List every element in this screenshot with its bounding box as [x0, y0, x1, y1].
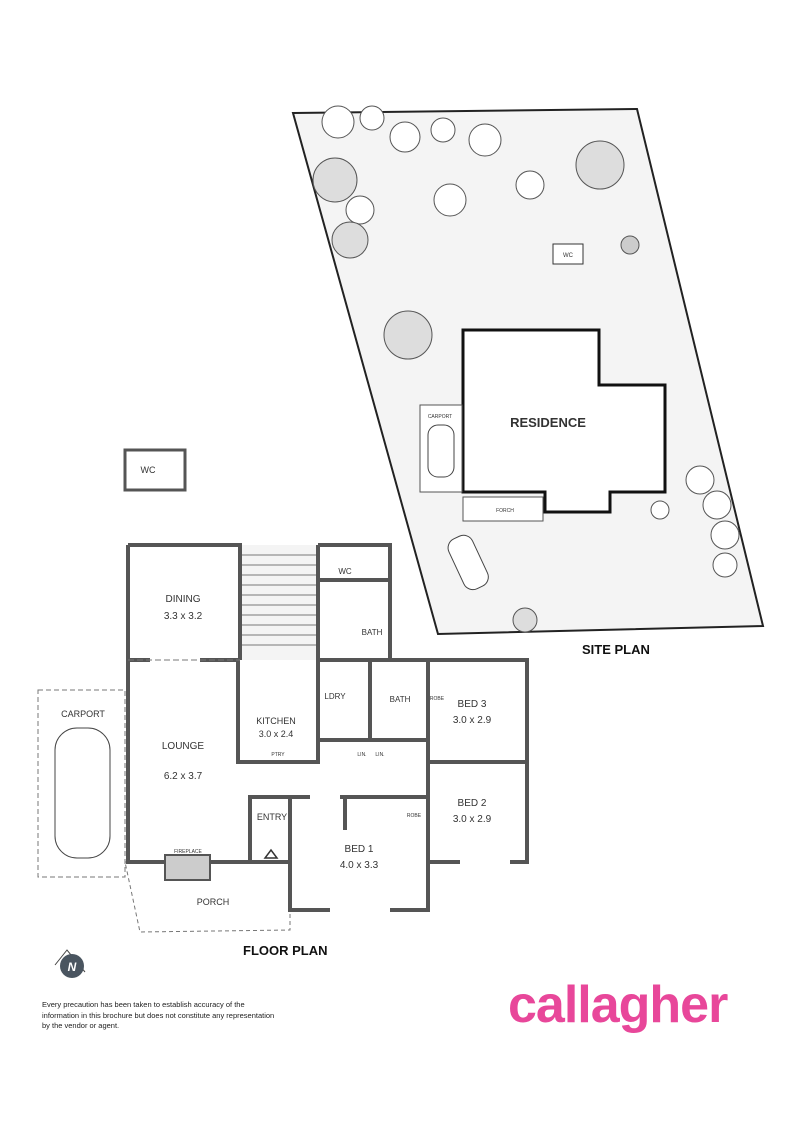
kitchen-label: KITCHEN — [256, 716, 296, 726]
floor-plan-title: FLOOR PLAN — [243, 943, 328, 958]
site-car — [427, 424, 455, 478]
robe3-label: ROBE — [430, 696, 445, 702]
compass-letter: N — [68, 960, 77, 974]
site-plan: WC RESIDENCE CARPORT FORCH — [291, 105, 765, 636]
ldry-label: LDRY — [324, 692, 346, 701]
site-wc — [552, 243, 584, 265]
lounge-label: LOUNGE — [162, 741, 205, 752]
floor-plan-walls — [126, 543, 529, 912]
robe1-label: ROBE — [407, 813, 422, 819]
site-driveway-car — [447, 534, 489, 591]
disclaimer: Every precaution has been taken to estab… — [42, 1000, 275, 1030]
lounge-size: 6.2 x 3.7 — [164, 771, 203, 782]
site-wc-label: WC — [563, 253, 574, 259]
kitchen-size: 3.0 x 2.4 — [259, 729, 294, 739]
dining-label: DINING — [166, 594, 201, 605]
residence — [461, 328, 667, 514]
bed3-label: BED 3 — [458, 699, 487, 710]
floor-plan: FIREPLACE DINING 3.3 x 3.2 LOUNGE 6.2 x … — [37, 543, 529, 933]
stair-treads — [240, 554, 318, 646]
porch-label: PORCH — [197, 897, 230, 907]
entry-arrow — [263, 848, 279, 859]
bed3-size: 3.0 x 2.9 — [453, 715, 492, 726]
bath-label: BATH — [390, 695, 411, 704]
bed2-size: 3.0 x 2.9 — [453, 814, 492, 825]
site-plan-title: SITE PLAN — [582, 642, 650, 657]
carport-car — [54, 727, 111, 859]
brand-logo: callagher — [508, 976, 728, 1034]
site-porch — [462, 496, 544, 522]
bath-upper-label: BATH — [362, 628, 383, 637]
site-porch-label: FORCH — [496, 508, 514, 514]
fireplace-label: FIREPLACE — [174, 849, 202, 855]
porch-area — [124, 861, 291, 933]
fireplace — [164, 854, 211, 881]
lin1-label: LIN. — [357, 752, 366, 758]
detached-wc-label: WC — [141, 465, 156, 475]
carport-label: CARPORT — [61, 709, 105, 719]
site-carport-label: CARPORT — [428, 414, 452, 420]
lin2-label: LIN. — [375, 752, 384, 758]
stairs — [240, 545, 318, 660]
wc-label: WC — [338, 567, 352, 576]
ptry-label: PTRY — [271, 752, 285, 758]
bed1-size: 4.0 x 3.3 — [340, 860, 379, 871]
north-compass-icon: N — [54, 949, 86, 978]
entry-label: ENTRY — [257, 812, 287, 822]
residence-label: RESIDENCE — [510, 415, 586, 430]
trees — [312, 105, 740, 633]
dining-size: 3.3 x 3.2 — [164, 611, 203, 622]
detached-wc — [123, 448, 187, 492]
bed2-label: BED 2 — [458, 798, 487, 809]
carport-area — [37, 689, 126, 878]
bed1-label: BED 1 — [345, 844, 374, 855]
